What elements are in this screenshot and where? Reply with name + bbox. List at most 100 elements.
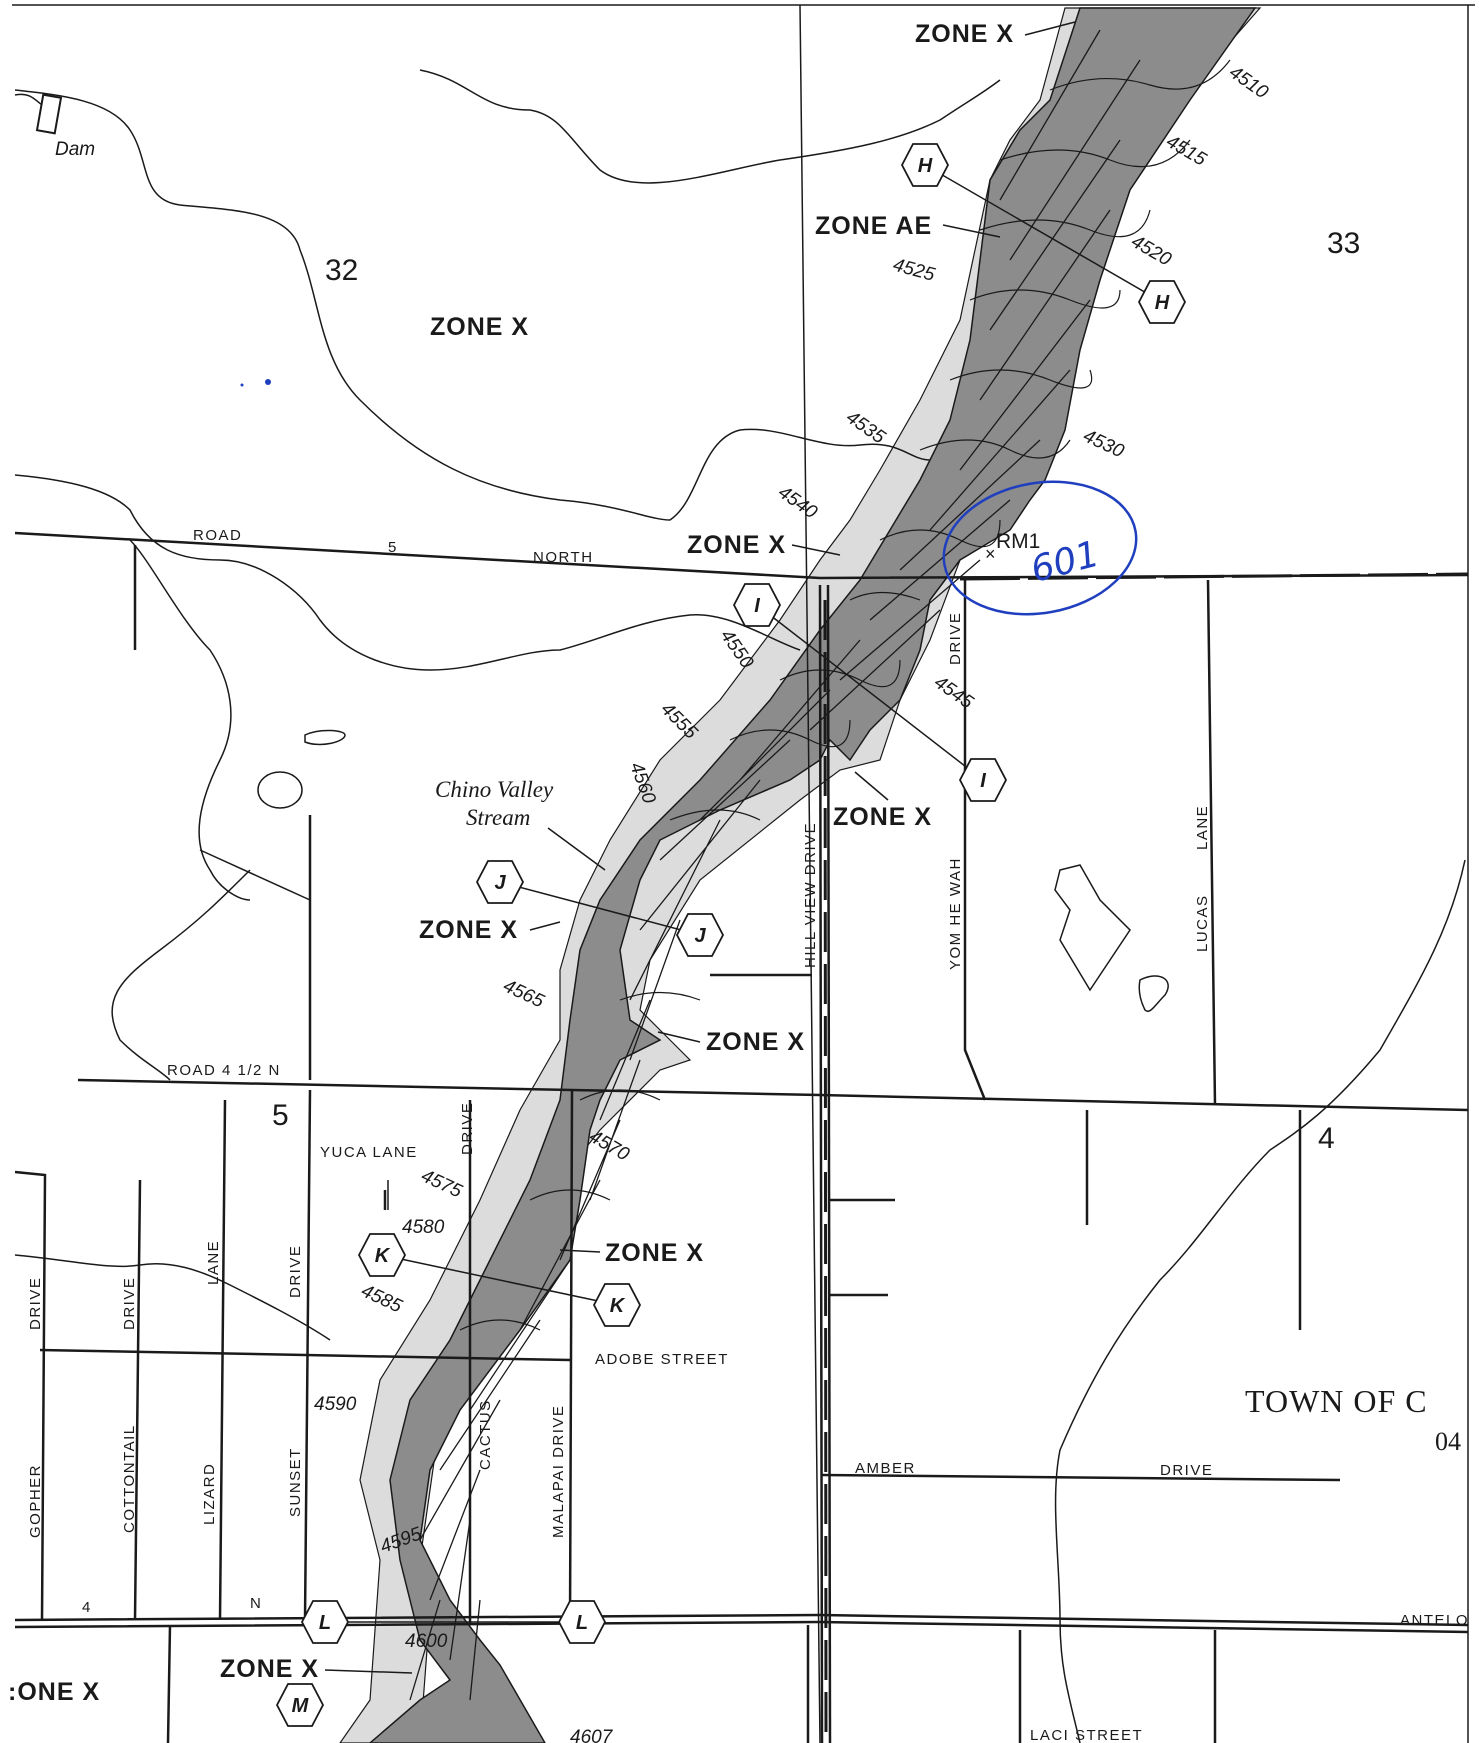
svg-text:I: I <box>754 595 760 617</box>
svg-text:L: L <box>319 1612 331 1634</box>
svg-text:H: H <box>1155 292 1170 314</box>
street-yom-he-wah: YOM HE WAH <box>947 857 964 970</box>
svg-text:L: L <box>576 1612 588 1634</box>
zone-x-top-label: ZONE X <box>915 20 1014 48</box>
street-lucas-b: LANE <box>1194 805 1211 850</box>
elev-4510: 4510 <box>1225 62 1272 104</box>
elev-4600: 4600 <box>405 1631 448 1652</box>
blue-dot-small <box>240 383 244 387</box>
xs-k-west: K <box>357 1233 407 1277</box>
stream-label-line1: Chino Valley <box>435 777 554 802</box>
street-bottom: LACI STREET <box>1030 1727 1143 1743</box>
xs-i-east: I <box>958 758 1008 802</box>
svg-text:K: K <box>375 1245 391 1267</box>
street-amber: AMBER <box>855 1460 916 1477</box>
elev-4585: 4585 <box>358 1280 406 1317</box>
town-label: TOWN OF C <box>1245 1383 1428 1419</box>
street-labels: ROAD 5 NORTH ROAD 4 1/2 N HILL VIEW DRIV… <box>27 527 1469 1743</box>
zone-ae-floodway <box>368 7 1257 1743</box>
street-malapai: MALAPAI DRIVE <box>550 1405 567 1538</box>
street-cottontail: COTTONTAIL <box>121 1424 138 1533</box>
zone-x-mid-east-label: ZONE X <box>706 1028 805 1056</box>
zone-x-road5-label: ZONE X <box>687 531 786 559</box>
stream-label: Chino Valley Stream <box>435 777 606 871</box>
street-drive-cottontail: DRIVE <box>121 1277 138 1330</box>
street-road4-b: N <box>250 1595 262 1612</box>
benchmark-label: RM1 <box>996 530 1040 553</box>
annotation-circle <box>942 480 1138 616</box>
section-33: 33 <box>1327 227 1360 260</box>
street-lizard: LIZARD <box>201 1463 218 1525</box>
street-road4half: ROAD 4 1/2 N <box>167 1062 281 1079</box>
elev-4545: 4545 <box>930 672 977 714</box>
svg-text:K: K <box>610 1295 626 1317</box>
svg-text:J: J <box>694 925 706 947</box>
street-cactus: CACTUS <box>477 1399 494 1470</box>
street-adobe: ADOBE STREET <box>595 1351 729 1368</box>
elev-4535: 4535 <box>842 407 889 449</box>
section-4: 4 <box>1318 1122 1335 1155</box>
elev-4607: 4607 <box>570 1727 614 1743</box>
xs-j-west: J <box>475 860 525 904</box>
xs-j-east: J <box>675 913 725 957</box>
elev-4575: 4575 <box>418 1165 466 1202</box>
street-road4-a: 4 <box>82 1599 92 1616</box>
street-road5-b: 5 <box>388 539 398 556</box>
section-5: 5 <box>272 1099 289 1132</box>
elev-4590: 4590 <box>314 1394 357 1415</box>
zone-x-shaded-band <box>339 7 1262 1743</box>
cross-section-lines <box>325 164 1163 1623</box>
elev-4525: 4525 <box>891 255 938 286</box>
zone-x-west-label: ZONE X <box>430 313 529 341</box>
elev-4565: 4565 <box>500 975 548 1012</box>
street-drive-amber: DRIVE <box>1160 1462 1213 1479</box>
zone-ae-label: ZONE AE <box>815 212 932 240</box>
svg-text:I: I <box>980 770 986 792</box>
zone-x-left-edge-label: :ONE X <box>8 1678 100 1706</box>
street-gopher: GOPHER <box>27 1464 44 1538</box>
map-frame <box>12 4 1475 1743</box>
elev-4520: 4520 <box>1128 231 1175 271</box>
elev-4580: 4580 <box>402 1217 445 1238</box>
blue-dot <box>265 379 271 385</box>
dam-label: Dam <box>55 139 95 160</box>
elev-4515: 4515 <box>1163 131 1210 171</box>
stream-label-line2: Stream <box>466 805 530 830</box>
xs-m: M <box>275 1683 325 1727</box>
dam: Dam <box>14 93 95 160</box>
roads <box>14 531 1469 1743</box>
street-drive-yuca: DRIVE <box>459 1102 476 1155</box>
zone-x-k-label: ZONE X <box>605 1239 704 1267</box>
street-hill-view: HILL VIEW DRIVE <box>802 822 819 968</box>
zone-x-hillview-label: ZONE X <box>833 803 932 831</box>
elev-4540: 4540 <box>774 482 821 524</box>
svg-text:M: M <box>292 1695 310 1717</box>
elev-4530: 4530 <box>1080 425 1128 462</box>
elev-4570: 4570 <box>586 1126 633 1166</box>
benchmark-x-icon: × <box>985 544 996 564</box>
street-yuca: YUCA LANE <box>320 1144 418 1161</box>
xs-l-east: L <box>557 1600 607 1644</box>
xs-l-west: L <box>300 1600 350 1644</box>
street-road5-a: ROAD <box>193 527 242 544</box>
street-road5-c: NORTH <box>533 549 594 566</box>
street-lucas-a: LUCAS <box>1194 894 1211 952</box>
bfe-lines <box>459 59 1231 1331</box>
xs-h-west: H <box>900 143 950 187</box>
street-drive-yom: DRIVE <box>947 612 964 665</box>
xs-h-east: H <box>1137 280 1187 324</box>
zone-x-bottom-label: ZONE X <box>220 1655 319 1683</box>
xs-i-west: I <box>732 583 782 627</box>
street-antelope: ANTELO <box>1400 1612 1469 1629</box>
xs-k-east: K <box>592 1283 642 1327</box>
street-drive-sunset: DRIVE <box>287 1245 304 1298</box>
street-sunset: SUNSET <box>287 1447 304 1517</box>
street-drive-gopher: DRIVE <box>27 1277 44 1330</box>
elev-4560: 4560 <box>625 760 659 807</box>
svg-text:J: J <box>494 872 506 894</box>
zone-x-j-label: ZONE X <box>419 916 518 944</box>
section-line <box>799 4 821 1743</box>
street-lane-lizard: LANE <box>205 1240 222 1285</box>
floodway-hatch <box>409 29 1141 1701</box>
